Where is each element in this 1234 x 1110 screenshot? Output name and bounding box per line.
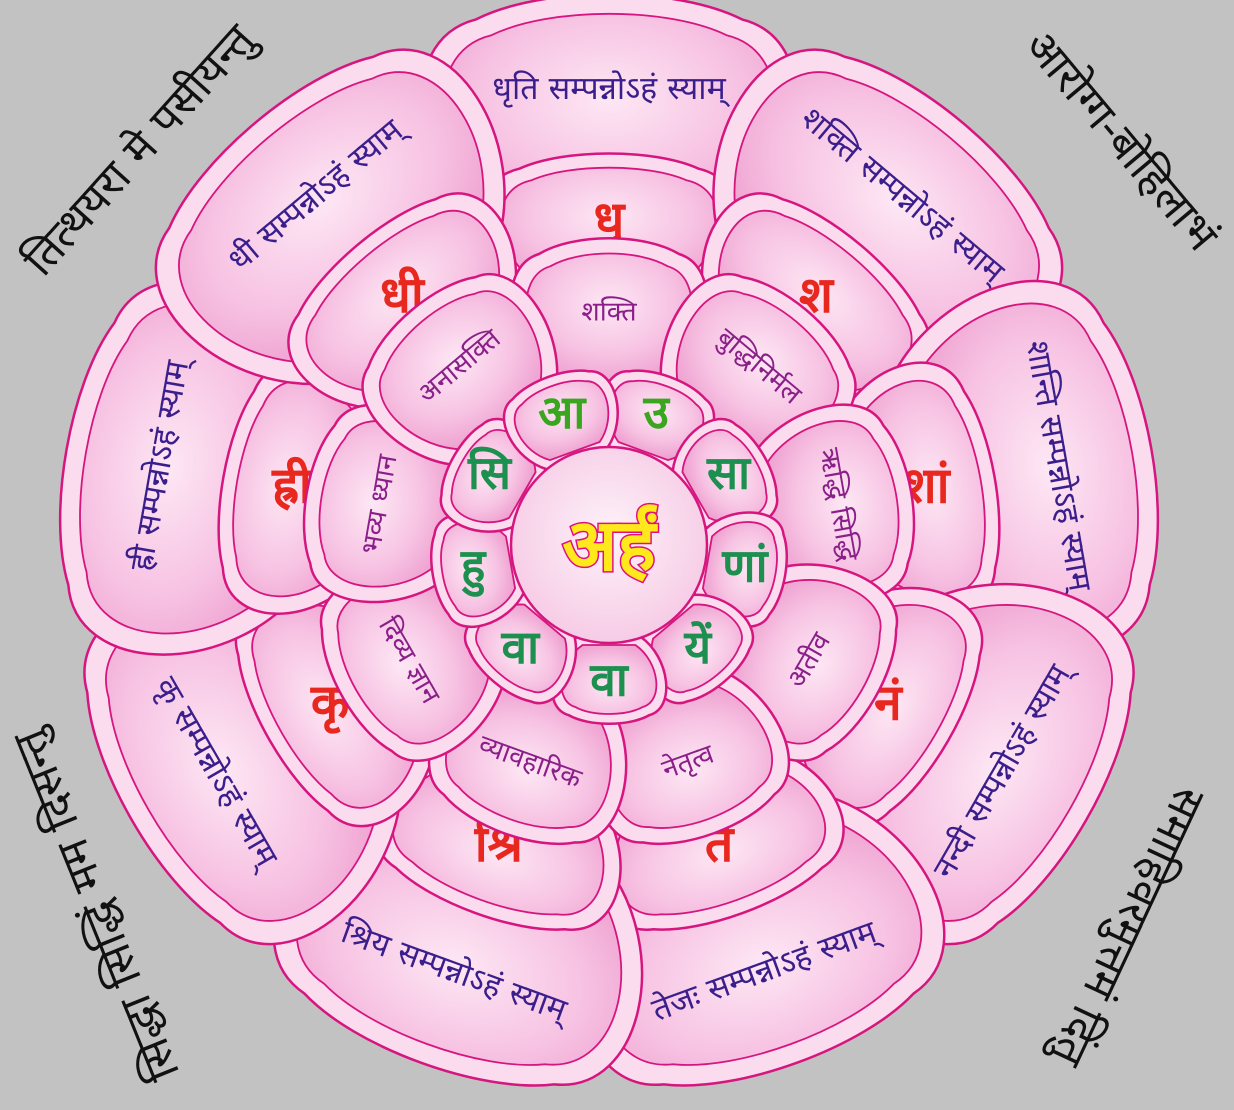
outer-petal-phrase: धृति सम्पन्नोऽहं स्याम् xyxy=(492,69,730,108)
ring-petal-syllable: वा xyxy=(589,653,630,707)
ring-petal-syllable: हु xyxy=(460,538,487,597)
ring-petal-syllable: णां xyxy=(721,538,769,592)
ring-petal-syllable: यें xyxy=(683,620,713,674)
ring-petal-syllable: सि xyxy=(467,446,513,500)
ring-petal-syllable: आ xyxy=(538,385,587,439)
ring-petal-syllable: उ xyxy=(643,385,671,439)
ring-petal-syllable: सा xyxy=(706,446,752,500)
mid-petal-label: शक्ति xyxy=(581,296,637,328)
center-disc: अर्हं xyxy=(511,447,707,643)
center-syllable: अर्हं xyxy=(562,503,658,587)
ring-petal-syllable: वा xyxy=(501,620,542,674)
